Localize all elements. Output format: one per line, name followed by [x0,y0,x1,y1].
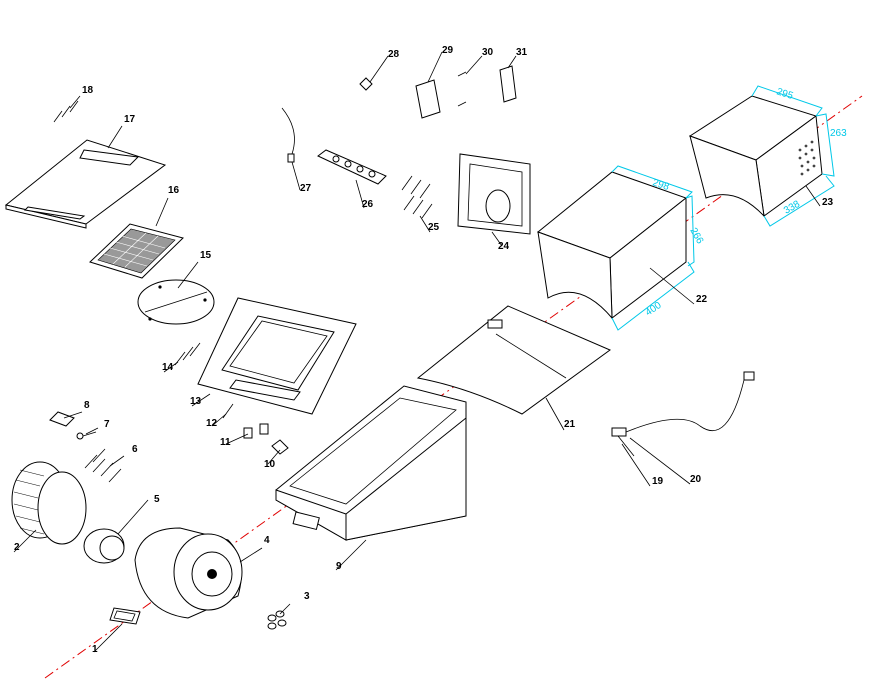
part-5-motor [83,528,125,564]
label-part-21: 21 [564,419,576,430]
label-part-30: 30 [482,47,494,58]
part-11-clip [243,423,269,439]
label-part-23: 23 [822,197,834,208]
part-18-screws [53,100,79,123]
dimension-lines-22 [611,165,695,331]
part-24-box [457,153,531,235]
part-13-mounting-frame [197,297,357,415]
label-part-1: 1 [92,644,98,655]
label-part-12: 12 [206,418,218,429]
part-29-box [415,79,441,119]
label-part-11: 11 [220,437,231,448]
part-25-screws [401,175,433,219]
part-17-panel [4,139,167,229]
part-28-clip [359,77,373,91]
label-part-26: 26 [362,199,374,210]
part-22-lower-cover [536,171,688,320]
dimension-22-depth: 400 [644,300,664,319]
part-12-screw [222,403,234,419]
part-30-screws [457,71,467,107]
part-10-clip [271,439,289,455]
label-part-7: 7 [104,419,110,430]
part-3-nuts [267,610,287,630]
part-7-screw [76,431,97,440]
part-2-blower-wheel [11,461,87,545]
dimension-22-height: 266 [687,226,705,246]
part-4-fan-housing [134,527,243,619]
label-part-5: 5 [154,494,160,505]
part-23-upper-cover [688,95,823,218]
dimension-22-width: 298 [651,177,671,193]
part-8-bracket [49,411,75,427]
part-20-power-cord [625,371,755,433]
label-part-19: 19 [652,476,664,487]
label-part-4: 4 [264,535,270,546]
label-part-2: 2 [14,542,20,553]
label-part-31: 31 [516,47,528,58]
part-26-control-panel [317,149,387,185]
dimension-lines-23 [751,85,835,227]
label-part-16: 16 [168,185,180,196]
part-9-hood-body [275,385,467,541]
part-1-light [109,607,141,625]
part-21-plate [416,305,612,415]
label-part-8: 8 [84,400,90,411]
label-part-25: 25 [428,222,440,233]
part-6-screws [84,448,122,483]
label-part-18: 18 [82,85,94,96]
part-19-terminal [611,427,635,457]
part-16-filter-grid [89,223,184,279]
label-part-17: 17 [124,114,136,125]
leader-lines [13,51,821,653]
label-part-28: 28 [388,49,400,60]
label-part-27: 27 [300,183,312,194]
label-part-24: 24 [498,241,510,252]
label-part-10: 10 [264,459,276,470]
part-31-strip [499,65,517,103]
part-14-screws [174,342,201,366]
dimension-23-width: 295 [775,86,795,102]
dimension-23-height: 263 [830,128,847,139]
label-part-6: 6 [132,444,138,455]
label-part-9: 9 [336,561,342,572]
label-part-3: 3 [304,591,310,602]
label-part-29: 29 [442,45,454,56]
label-part-22: 22 [696,294,708,305]
label-part-14: 14 [162,362,174,373]
label-part-15: 15 [200,250,212,261]
label-part-20: 20 [690,474,702,485]
part-27-cable [281,107,295,163]
part-15-round-plate [137,279,215,325]
label-part-13: 13 [190,396,202,407]
